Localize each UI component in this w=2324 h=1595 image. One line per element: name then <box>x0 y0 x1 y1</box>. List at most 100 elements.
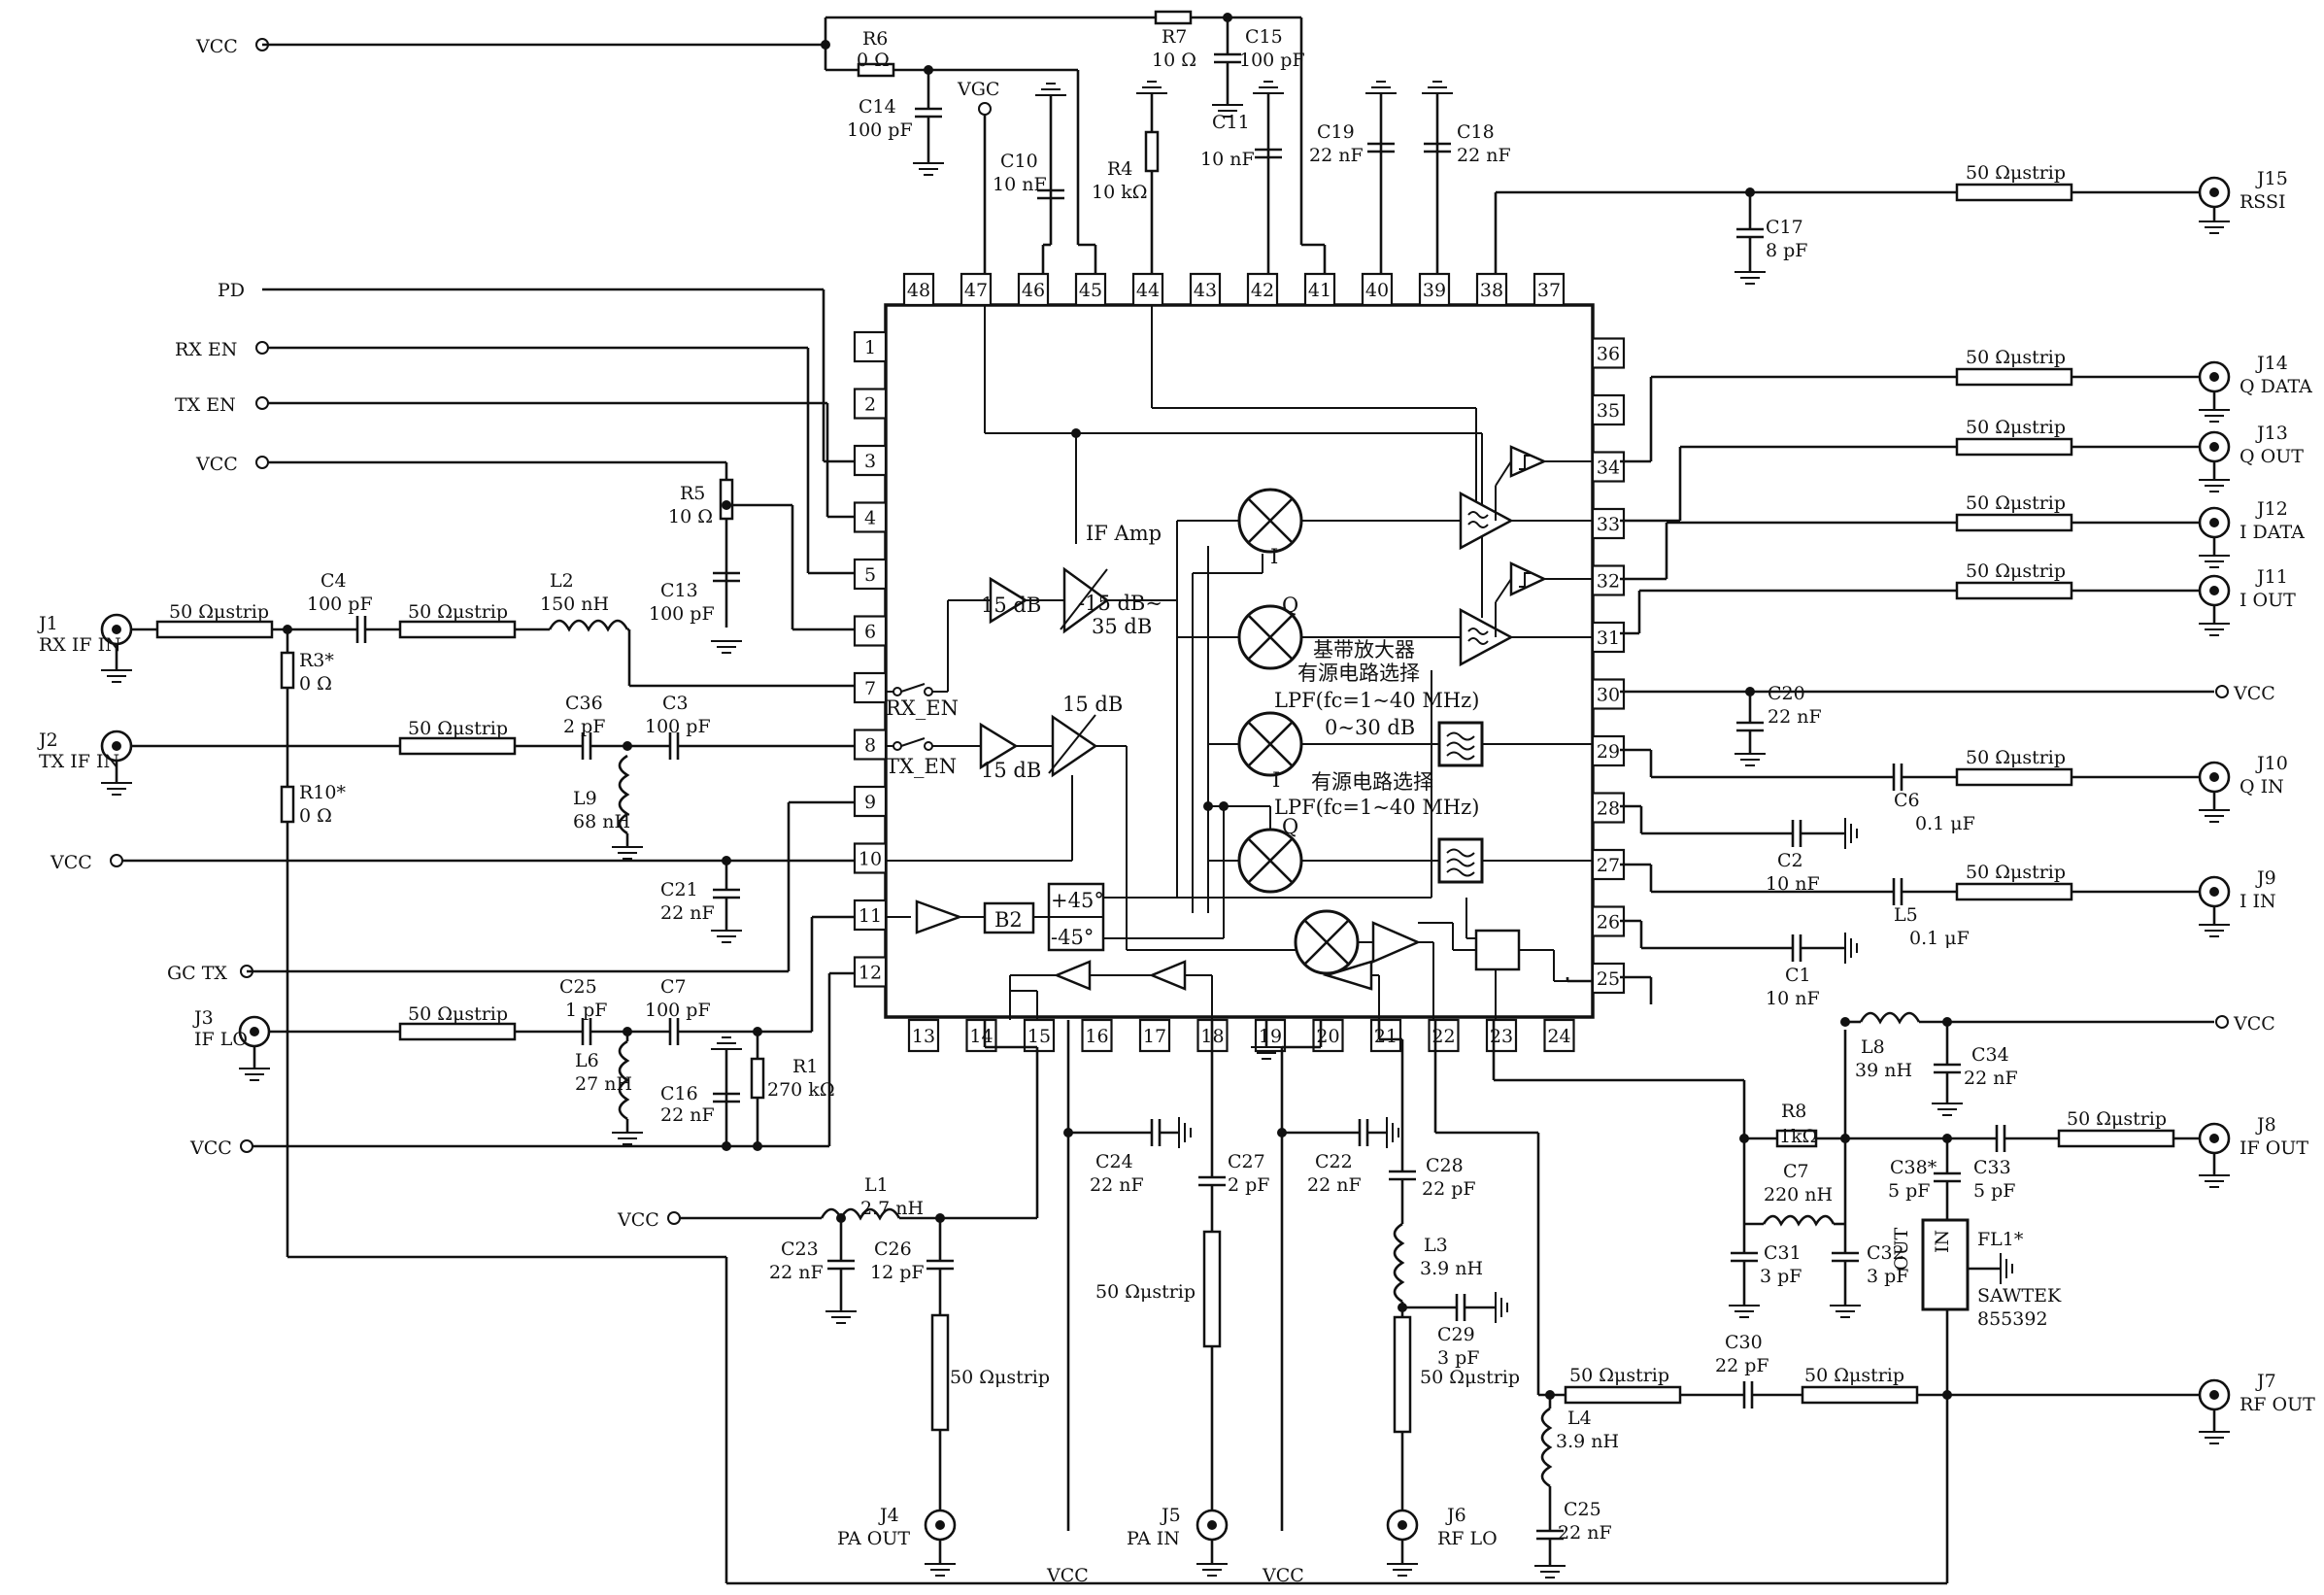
ic-pin <box>1418 272 1451 307</box>
component-ref: C18 <box>1457 121 1495 143</box>
net-vcc: VCC <box>50 852 92 873</box>
ic-pin <box>853 956 888 988</box>
connector-name: I OUT <box>2240 590 2296 611</box>
connector-name: Q OUT <box>2240 446 2304 467</box>
component-value: 22 nF <box>1768 706 1822 728</box>
microstrip-label: 50 Ωμstrip <box>408 718 508 739</box>
ic-pin <box>853 671 888 704</box>
connector-name: PA OUT <box>837 1528 910 1549</box>
component-value: 10 nF <box>1766 873 1820 895</box>
pin-number: 27 <box>1597 855 1620 876</box>
component-value: 220 nH <box>1764 1184 1833 1205</box>
component-value: 5 pF <box>1973 1180 2015 1202</box>
component-ref: C28 <box>1426 1155 1464 1176</box>
component-part: 855392 <box>1977 1308 2048 1330</box>
connector-id: J2 <box>37 730 58 751</box>
component-ref: C25 <box>1564 1499 1601 1520</box>
component-value: 0.1 μF <box>1915 813 1975 834</box>
pin-number: 2 <box>864 394 876 416</box>
component-ref: C7 <box>660 976 687 998</box>
ic-pin <box>853 388 888 420</box>
component-value: 22 nF <box>660 1104 715 1126</box>
component-value: 22 nF <box>1558 1522 1612 1544</box>
component-value: SAWTEK <box>1977 1285 2062 1307</box>
component-ref: L6 <box>575 1050 599 1071</box>
component-ref: C30 <box>1725 1332 1763 1353</box>
connector-id: J14 <box>2255 353 2288 374</box>
tx-gain-label: 15 dB <box>1062 693 1123 716</box>
if-range-label: -15 dB~ <box>1078 592 1162 615</box>
component-value: 39 nH <box>1855 1060 1912 1081</box>
component-value: 3 pF <box>1437 1347 1479 1369</box>
connector-id: J9 <box>2255 867 2276 889</box>
microstrip-label: 50 Ωμstrip <box>408 601 508 623</box>
component-value: 150 nH <box>540 594 609 615</box>
component-ref: C38* <box>1890 1157 1937 1178</box>
phase-plus-label: +45° <box>1051 889 1104 912</box>
microstrip-label: 50 Ωμstrip <box>1966 492 2066 514</box>
component-value: 3 pF <box>1867 1266 1908 1287</box>
pin-number: 13 <box>912 1026 935 1047</box>
component-ref: C17 <box>1766 217 1803 238</box>
net-vcc: VCC <box>1046 1565 1089 1586</box>
ic-pin <box>1361 272 1394 307</box>
pin-number: 1 <box>864 337 876 358</box>
microstrip-label: 50 Ωμstrip <box>1966 162 2066 184</box>
baseband-amp-label: 基带放大器 <box>1313 638 1415 662</box>
ic-pin <box>1485 1018 1518 1053</box>
component-ref: C36 <box>565 693 603 714</box>
if-range-label: 35 dB <box>1092 615 1152 638</box>
component-ref: R3* <box>299 650 334 671</box>
connector-name: IF LO <box>194 1029 248 1050</box>
microstrip-label: 50 Ωμstrip <box>1804 1365 1904 1386</box>
if-amp-label: IF Amp <box>1086 522 1162 545</box>
net-vcc: VCC <box>195 454 238 475</box>
component-value: 100 pF <box>307 594 373 615</box>
microstrip-label: 50 Ωμstrip <box>1095 1281 1196 1303</box>
ic-pin <box>902 272 935 307</box>
connector-name: I DATA <box>2240 522 2305 543</box>
filter-in-label: IN <box>1932 1230 1953 1253</box>
component-value: 22 nF <box>660 902 715 924</box>
connector-name: I IN <box>2240 891 2276 912</box>
ic-pin <box>1074 272 1107 307</box>
net-vcc: VCC <box>189 1137 232 1159</box>
component-ref: L9 <box>573 788 597 809</box>
connector-name: Q IN <box>2240 776 2284 798</box>
connector-name: RF LO <box>1437 1528 1498 1549</box>
pin-number: 3 <box>864 451 876 472</box>
component-ref: L5 <box>1894 904 1918 926</box>
component-ref: C24 <box>1095 1151 1133 1172</box>
component-ref: R10* <box>299 782 346 803</box>
pin-number: 15 <box>1027 1026 1051 1047</box>
component-ref: C14 <box>859 96 896 118</box>
ic-pin <box>853 330 888 363</box>
component-ref: C32 <box>1867 1242 1904 1264</box>
microstrip-label: 50 Ωμstrip <box>1966 347 2066 368</box>
component-ref: C16 <box>660 1083 698 1104</box>
connector-id: J1 <box>37 613 58 634</box>
ic-pin <box>853 842 888 874</box>
component-ref: R4 <box>1107 158 1132 180</box>
pin-number: 8 <box>864 735 876 757</box>
ic-pin <box>960 272 993 307</box>
lpf-label: LPF(fc=1~40 MHz) <box>1274 689 1479 712</box>
component-ref: R5 <box>680 483 705 504</box>
microstrip-label: 50 Ωμstrip <box>1966 862 2066 883</box>
pin-number: 4 <box>864 508 876 529</box>
tx-gain-label: 15 dB <box>981 759 1041 782</box>
component-ref: C29 <box>1437 1324 1475 1345</box>
component-value: 22 pF <box>1422 1178 1476 1200</box>
rx-gain-label: 15 dB <box>981 594 1041 617</box>
microstrip-label: 50 Ωμstrip <box>1966 417 2066 438</box>
component-value: 270 kΩ <box>767 1079 835 1101</box>
active-select-label: 有源电路选择 <box>1311 770 1433 794</box>
pin-number: 10 <box>859 849 882 870</box>
component-ref: C15 <box>1245 26 1283 48</box>
component-ref: C33 <box>1973 1157 2011 1178</box>
component-ref: C1 <box>1785 965 1811 986</box>
connector-id: J12 <box>2255 498 2288 520</box>
